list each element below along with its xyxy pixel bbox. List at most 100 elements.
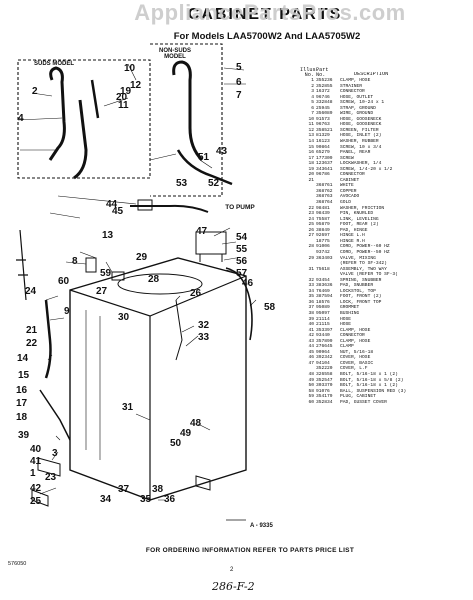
callout-48: 48 bbox=[190, 418, 202, 429]
parts-list-header: Illus. No. Part No. DESCRIPTION bbox=[300, 67, 472, 78]
parts-illus-no: 14 bbox=[308, 139, 314, 145]
parts-description: HINGE R.H bbox=[340, 238, 365, 244]
parts-description: CLAMP, HOSE bbox=[340, 338, 371, 344]
parts-part-no: 355236 bbox=[316, 78, 333, 83]
callout-46: 46 bbox=[242, 278, 254, 289]
parts-illus-no: 36 bbox=[308, 299, 314, 305]
callout-50: 50 bbox=[170, 438, 182, 449]
parts-description: CONNECTOR bbox=[340, 172, 365, 178]
parts-illus-no: 17 bbox=[308, 155, 314, 161]
parts-description: VALVE, MIXING bbox=[340, 255, 376, 261]
parts-part-no: 21115 bbox=[316, 322, 330, 328]
parts-illus-no: 32 bbox=[308, 277, 314, 283]
parts-description: PIN, KNURLED bbox=[340, 211, 374, 217]
parts-description: WASHER, FRICTION bbox=[340, 205, 385, 211]
parts-part-no: 91006 bbox=[316, 244, 330, 250]
parts-illus-no: 18 bbox=[308, 161, 314, 167]
parts-part-no: 96786 bbox=[316, 172, 330, 178]
parts-illus-no: 22 bbox=[308, 205, 314, 211]
exploded-diagram bbox=[16, 43, 257, 521]
parts-part-no: 38849 bbox=[316, 227, 330, 233]
callout-57: 57 bbox=[236, 268, 248, 279]
parts-description: SCREW, 10 x 3/4 bbox=[340, 144, 382, 150]
parts-description: COVER, BASIC bbox=[340, 360, 374, 366]
parts-part-no: 123637 bbox=[316, 161, 333, 167]
parts-description: SCREEN, FILTER bbox=[340, 127, 379, 133]
figure-reference: A - 9335 bbox=[250, 523, 273, 529]
callout-43: 43 bbox=[216, 146, 228, 157]
callout-2: 2 bbox=[32, 86, 38, 97]
parts-description: HOSE, OUTLET bbox=[340, 94, 374, 100]
parts-part-no: 303370 bbox=[316, 383, 333, 389]
parts-description: SCREW, 10-24 x 1 bbox=[340, 100, 385, 106]
callout-15: 15 bbox=[18, 370, 30, 381]
parts-description: CLAMP, HOSE bbox=[340, 78, 371, 83]
parts-description: HOSE bbox=[340, 316, 352, 322]
parts-illus-no: 44 bbox=[308, 344, 314, 350]
parts-illus-no: 50 bbox=[308, 383, 314, 389]
parts-illus-no: 4 bbox=[311, 94, 314, 100]
parts-part-no: 16123 bbox=[316, 139, 330, 145]
callout-38: 38 bbox=[152, 484, 164, 495]
callout-47: 47 bbox=[196, 226, 208, 237]
parts-description: CONNECTOR bbox=[340, 89, 365, 95]
parts-description: HOSE, GOOSENECK bbox=[340, 122, 382, 128]
parts-description: BOLT, 5/16-18 x 1 (2) bbox=[340, 383, 398, 389]
parts-description: CABINET bbox=[340, 177, 360, 183]
parts-illus-no: 29 bbox=[308, 255, 314, 261]
parts-description: BOLT, 5/16-18 x 5/8 (2) bbox=[340, 377, 404, 383]
parts-row: (REFER TO SF-342) bbox=[300, 261, 472, 267]
callout-3: 3 bbox=[52, 448, 58, 459]
parts-part-no: 18775 bbox=[316, 238, 330, 244]
parts-part-no: 96763 bbox=[316, 122, 330, 128]
parts-illus-no: 11 bbox=[308, 122, 314, 128]
parts-illus-no: 34 bbox=[308, 288, 314, 294]
parts-description: WIRE, GROUND bbox=[340, 111, 374, 117]
parts-description: FOOT, FRONT (2) bbox=[340, 294, 382, 300]
parts-description: SCREW bbox=[340, 155, 354, 161]
callout-16: 16 bbox=[16, 385, 28, 396]
callout-39: 39 bbox=[18, 430, 30, 441]
parts-part-no: 392342 bbox=[316, 355, 333, 361]
callout-10: 10 bbox=[124, 63, 136, 74]
parts-part-no: 94104 bbox=[316, 360, 330, 366]
callout-13: 13 bbox=[102, 230, 114, 241]
parts-illus-no: 38 bbox=[308, 310, 314, 316]
callout-52: 52 bbox=[208, 178, 220, 189]
callout-30: 30 bbox=[118, 312, 130, 323]
col-part-no: Part No. bbox=[316, 67, 329, 78]
parts-illus-no: 47 bbox=[308, 360, 314, 366]
parts-part-no: 18576 bbox=[316, 299, 330, 305]
parts-description: HOSE, INLET (2) bbox=[340, 133, 382, 139]
parts-illus-no: 41 bbox=[308, 327, 314, 333]
callout-24: 24 bbox=[25, 286, 37, 297]
parts-illus-no: 42 bbox=[308, 333, 314, 339]
callout-58: 58 bbox=[264, 302, 276, 313]
parts-description: VALVE (REFER TO SF-3( bbox=[340, 272, 398, 278]
callout-5: 5 bbox=[236, 62, 242, 73]
parts-part-no: 92697 bbox=[316, 233, 330, 239]
parts-illus-no: 12 bbox=[308, 127, 314, 133]
parts-part-no: 276645 bbox=[316, 344, 333, 350]
parts-illus-no: 5 bbox=[311, 100, 314, 106]
parts-part-no: 98439 bbox=[316, 211, 330, 217]
callout-59: 59 bbox=[100, 268, 112, 279]
parts-part-no: 368761 bbox=[316, 183, 333, 189]
parts-part-no: 326558 bbox=[316, 371, 333, 377]
callout-18: 18 bbox=[16, 412, 28, 423]
parts-description: AVOCADO bbox=[340, 194, 360, 200]
